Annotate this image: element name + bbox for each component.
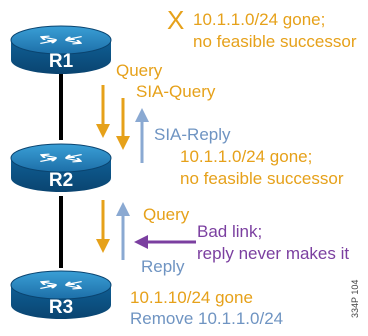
r3-status-line1: 10.1.10/24 gone — [130, 288, 253, 307]
bad-link-note-line1: Bad link; — [197, 222, 263, 241]
r2-status-line2: no feasible successor — [180, 169, 344, 188]
query-arrow-r1-r2 — [96, 85, 110, 138]
reply-arrow — [116, 202, 130, 260]
bad-link-arrow — [134, 235, 196, 249]
router-r3-label: R3 — [49, 297, 73, 318]
reply-label: Reply — [141, 257, 185, 276]
query-label-r1-r2: Query — [116, 61, 163, 80]
sia-reply-label: SIA-Reply — [154, 125, 231, 144]
r3-status-line2: Remove 10.1.1.0/24 — [130, 309, 284, 328]
r1-status-line1: 10.1.1.0/24 gone; — [193, 10, 326, 29]
figure-id: 334P 104 — [350, 279, 360, 318]
sia-reply-arrow — [135, 108, 149, 163]
query-label-r2-r3: Query — [143, 205, 190, 224]
router-r2: R2 — [10, 143, 112, 192]
sia-query-label: SIA-Query — [136, 82, 216, 101]
router-r2-label: R2 — [49, 170, 73, 191]
r2-status-line1: 10.1.1.0/24 gone; — [180, 147, 313, 166]
sia-query-arrow — [116, 98, 130, 150]
query-arrow-r2-r3 — [96, 200, 110, 253]
router-r1: R1 — [10, 25, 112, 74]
failed-route-mark: X — [167, 5, 185, 35]
r1-status-line2: no feasible successor — [193, 32, 357, 51]
router-r1-label: R1 — [49, 51, 74, 72]
bad-link-note-line2: reply never makes it — [197, 244, 350, 263]
router-r3: R3 — [10, 270, 112, 319]
